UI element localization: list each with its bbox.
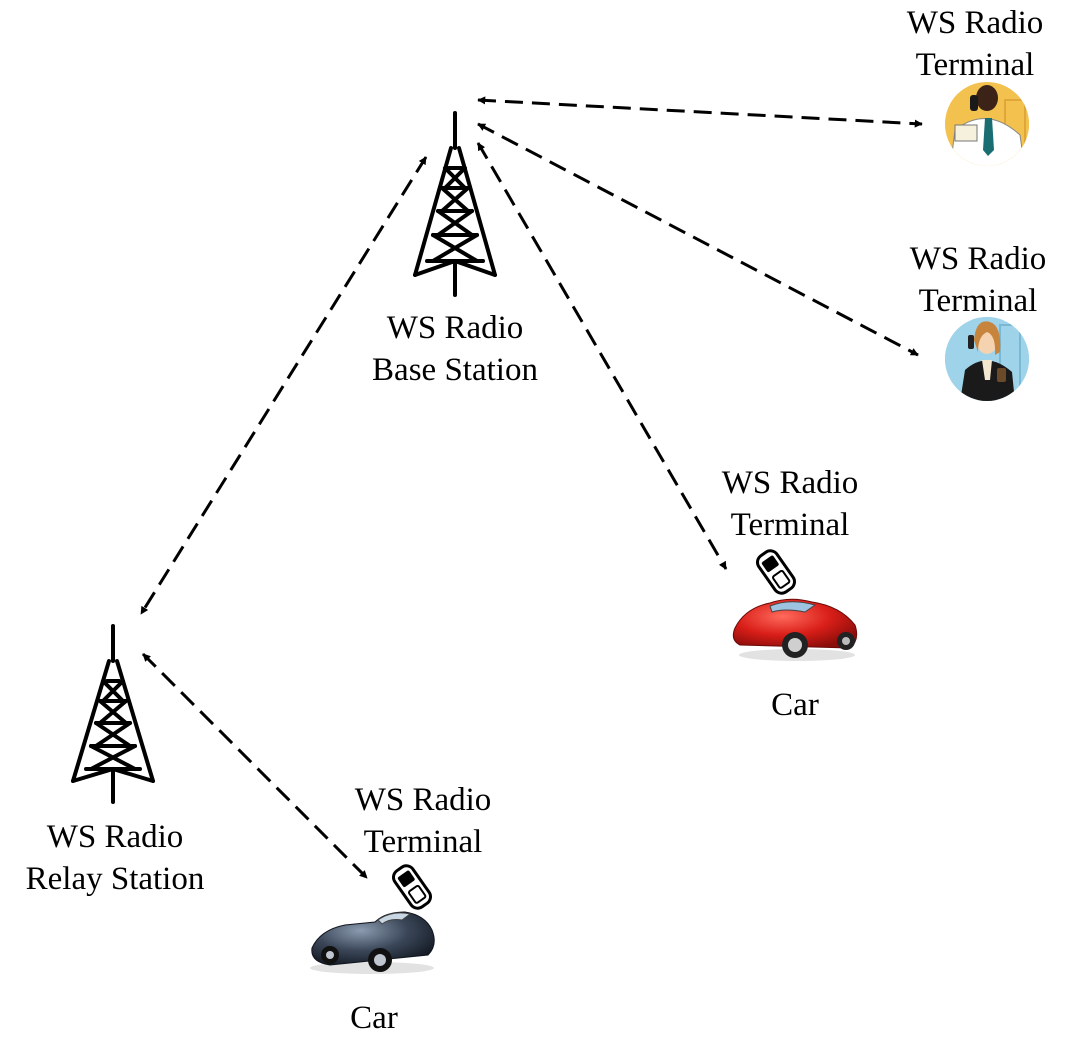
car-red-vehicle-label: Car bbox=[735, 684, 855, 726]
relay-station-label-line2: Relay Station bbox=[25, 861, 205, 897]
red-sports-car-icon bbox=[732, 598, 858, 661]
base-station-label-line1: WS Radio bbox=[386, 310, 524, 346]
base-station-label: WS Radio Base Station bbox=[350, 307, 560, 391]
terminal-car-red-label-line1: WS Radio bbox=[721, 465, 859, 501]
terminal-car-dark-label-line1: WS Radio bbox=[354, 782, 492, 818]
link-base-to-relay bbox=[139, 156, 428, 615]
terminal-mid-label-line1: WS Radio bbox=[909, 241, 1047, 277]
dark-sports-car-icon bbox=[310, 911, 435, 974]
terminal-top-label: WS Radio Terminal bbox=[880, 2, 1066, 86]
terminal-car-red-label: WS Radio Terminal bbox=[695, 462, 885, 546]
mobile-phone-icon-dark-car bbox=[392, 864, 432, 910]
terminal-mid-label-line2: Terminal bbox=[918, 283, 1038, 319]
base-station-tower-icon bbox=[413, 111, 497, 297]
terminal-car-red-label-line2: Terminal bbox=[730, 507, 850, 543]
relay-station-tower-icon bbox=[71, 624, 155, 804]
terminal-mid-label: WS Radio Terminal bbox=[888, 238, 1066, 322]
base-station-label-line2: Base Station bbox=[372, 352, 538, 388]
car-dark-vehicle-label: Car bbox=[314, 997, 434, 1039]
link-base-to-car-red bbox=[476, 142, 728, 570]
terminal-car-dark-label: WS Radio Terminal bbox=[328, 779, 518, 863]
businesswoman-phone-icon bbox=[945, 317, 1029, 401]
mobile-phone-icon-red-car bbox=[756, 549, 796, 595]
link-base-to-terminal-top bbox=[477, 96, 923, 128]
terminal-car-dark-label-line2: Terminal bbox=[363, 824, 483, 860]
relay-station-label: WS Radio Relay Station bbox=[5, 816, 225, 900]
businessman-phone-icon bbox=[945, 82, 1029, 166]
car-red-vehicle-text: Car bbox=[771, 687, 819, 723]
relay-station-label-line1: WS Radio bbox=[46, 819, 184, 855]
terminal-top-label-line2: Terminal bbox=[915, 47, 1035, 83]
links bbox=[139, 96, 923, 880]
car-dark-vehicle-text: Car bbox=[350, 1000, 398, 1036]
terminal-top-label-line1: WS Radio bbox=[906, 5, 1044, 41]
